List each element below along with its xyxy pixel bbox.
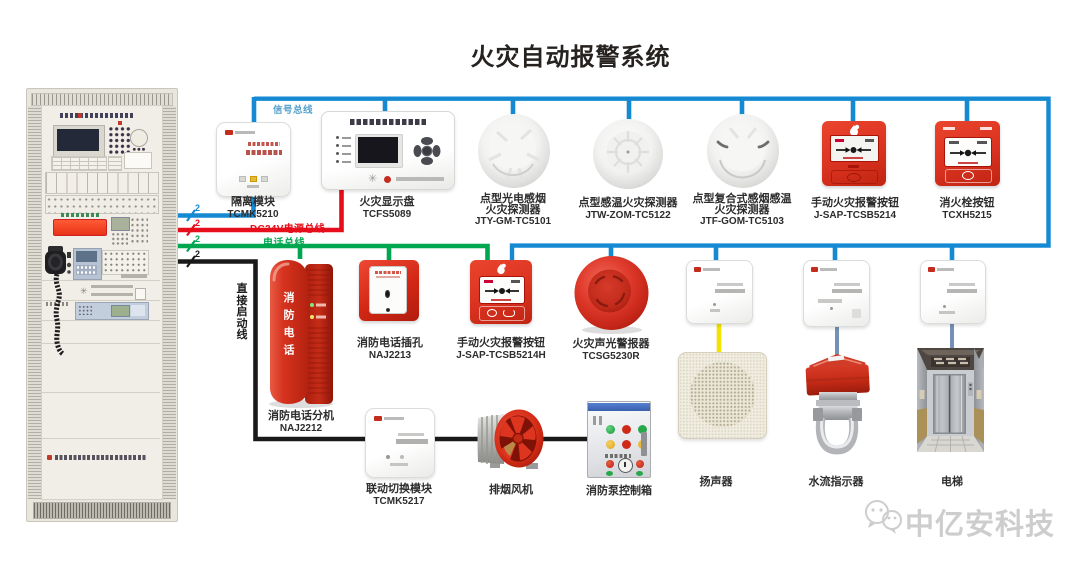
svg-text:话: 话 [284, 343, 295, 357]
svg-text:防: 防 [284, 308, 295, 322]
svg-text:2: 2 [195, 218, 200, 228]
svg-text:2: 2 [195, 249, 200, 259]
svg-text:消: 消 [284, 290, 295, 304]
svg-text:2: 2 [195, 203, 200, 213]
svg-text:2: 2 [195, 234, 200, 244]
svg-text:电: 电 [284, 325, 295, 339]
